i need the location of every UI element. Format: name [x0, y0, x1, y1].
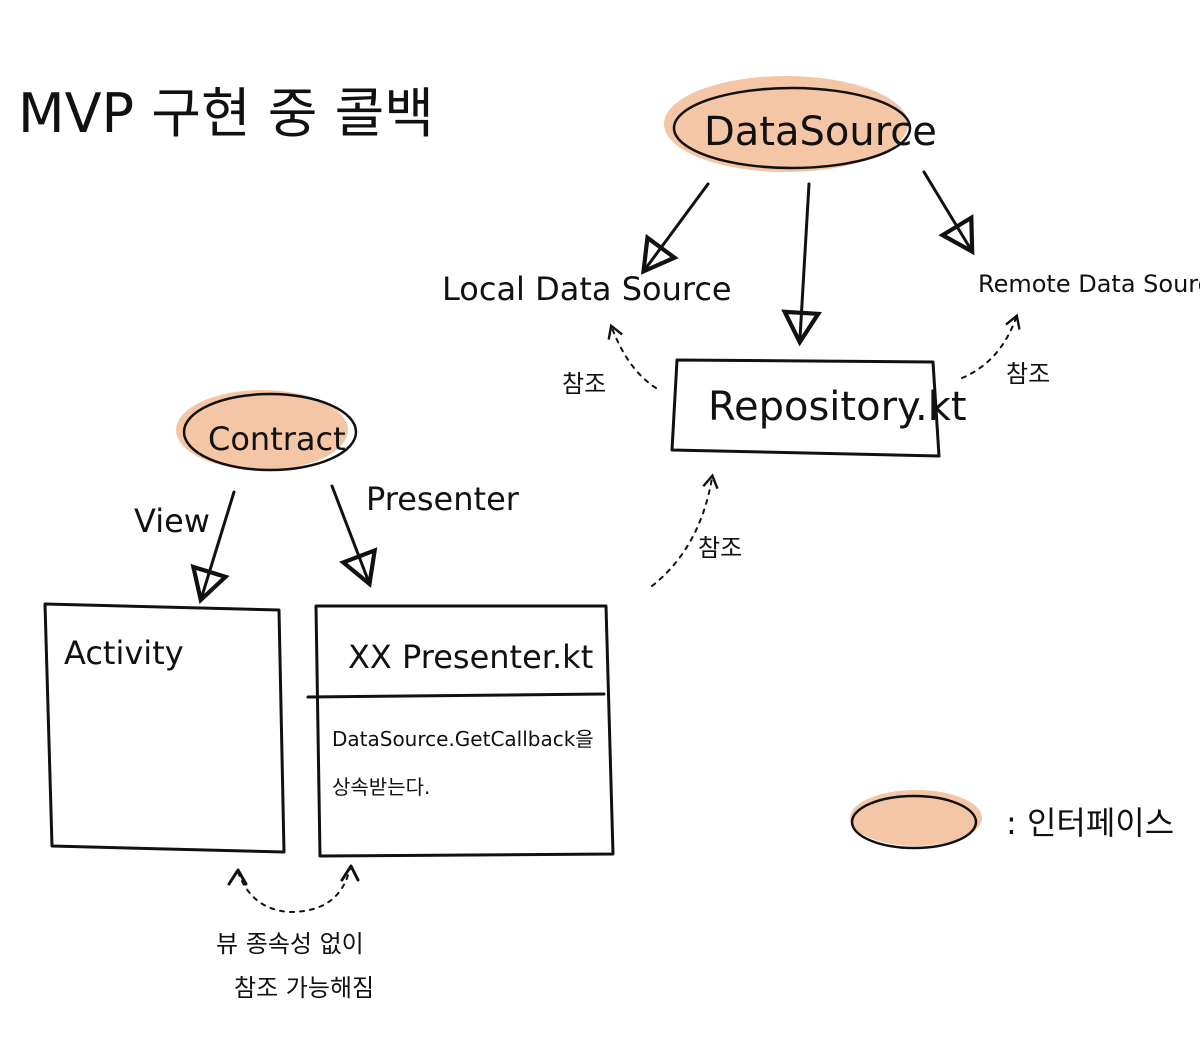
presenter-ref-caret — [340, 864, 360, 882]
repository-label: Repository.kt — [708, 384, 967, 430]
bottom-note-line2: 참조 가능해짐 — [234, 974, 374, 1002]
repo-to-remote-ref-arrow — [961, 313, 1021, 379]
legend-label: : 인터페이스 — [1006, 804, 1174, 842]
presenter-edge-label: Presenter — [366, 480, 520, 518]
activity-ref-caret — [227, 868, 248, 886]
contract-to-presenter-arrow — [330, 484, 378, 588]
datasource-to-repository-arrow — [781, 182, 822, 347]
page-title: MVP 구현 중 콜백 — [18, 82, 434, 145]
ref-remote-label: 참조 — [1006, 360, 1050, 388]
bottom-note-line1: 뷰 종속성 없이 — [216, 930, 364, 958]
presenter-box-line2: 상속받는다. — [332, 775, 430, 799]
datasource-interface: DataSource — [664, 76, 937, 172]
datasource-label: DataSource — [704, 109, 937, 155]
repo-to-local-ref-arrow — [607, 323, 657, 389]
contract-to-activity-arrow — [190, 490, 236, 605]
activity-box: Activity — [43, 602, 286, 854]
presenter-to-repository-ref-arrow — [651, 473, 719, 587]
view-edge-label: View — [134, 502, 210, 540]
datasource-to-local-arrow — [640, 182, 710, 275]
contract-interface: Contract — [176, 390, 358, 472]
activity-presenter-ref-arrow — [237, 867, 351, 914]
ref-repo-label: 참조 — [698, 534, 742, 562]
presenter-box-line1: DataSource.GetCallback을 — [332, 727, 594, 751]
datasource-to-remote-arrow — [922, 170, 975, 256]
legend: : 인터페이스 — [850, 790, 1174, 850]
presenter-box-title: XX Presenter.kt — [348, 638, 593, 676]
local-datasource-label: Local Data Source — [442, 270, 732, 308]
ref-local-label: 참조 — [562, 370, 606, 398]
activity-label: Activity — [64, 634, 184, 672]
contract-label: Contract — [208, 420, 346, 458]
presenter-box: XX Presenter.kt DataSource.GetCallback을 … — [306, 604, 615, 858]
repository-box: Repository.kt — [670, 358, 967, 458]
remote-datasource-label: Remote Data Source — [978, 270, 1200, 298]
